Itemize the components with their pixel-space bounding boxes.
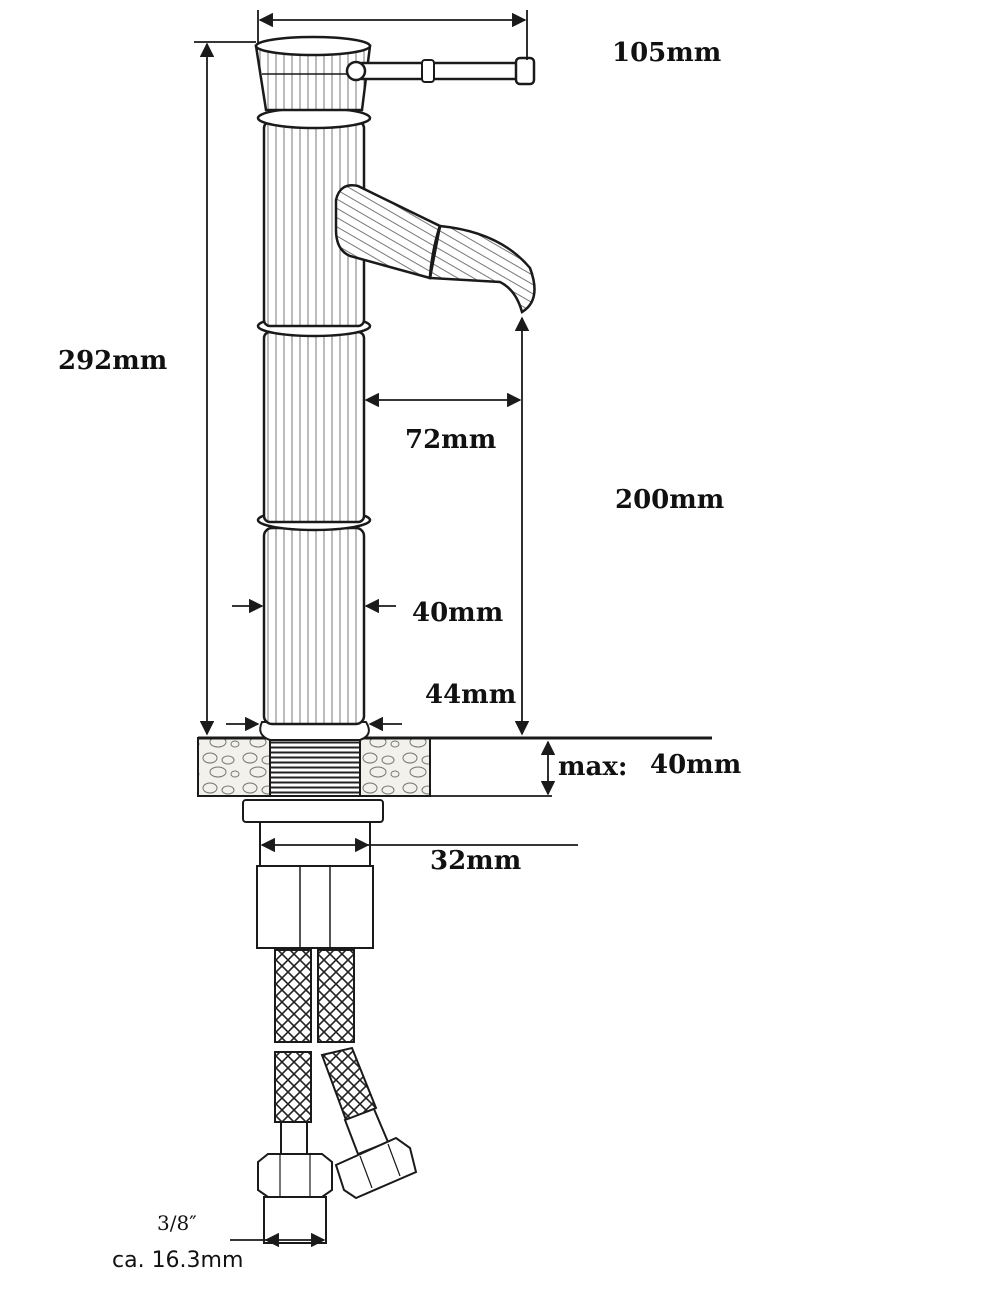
dim-hose-nut-width: ca. 16.3mm [112,1248,244,1273]
threaded-shank [269,737,361,797]
handle-cap [254,35,372,112]
dim-spout-reach: 72mm [405,425,497,455]
mounting-nut [242,799,384,949]
dim-total-height: 292mm [58,346,168,376]
dim-base-diameter: 44mm [425,680,517,710]
dim-thread-diameter: 32mm [430,846,522,876]
dim-spout-height: 200mm [615,485,725,515]
dim-body-diameter: 40mm [412,598,504,628]
spout [334,184,536,314]
dim-max-label: max: [558,752,628,782]
supply-hoses [257,949,418,1244]
dim-hose-thread: 3/8″ [157,1211,197,1235]
faucet-body [256,106,372,741]
dimension-lines [194,10,578,1248]
dim-handle-reach: 105mm [612,38,722,68]
lever [345,56,536,86]
dim-max-deck-thickness: 40mm [650,750,742,780]
